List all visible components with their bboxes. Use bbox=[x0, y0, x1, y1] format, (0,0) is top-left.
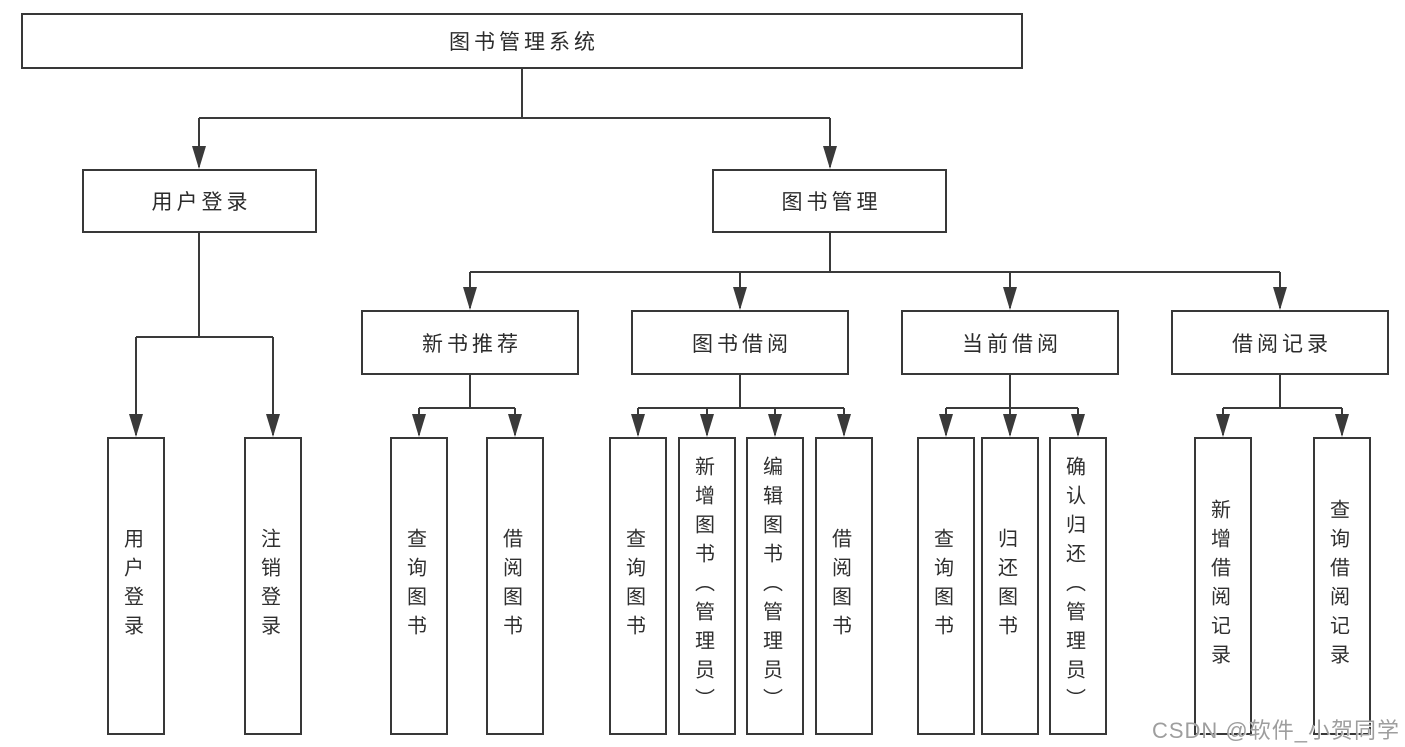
csdn-watermark: CSDN @软件_小贺同学 bbox=[1151, 718, 1400, 743]
node-current-borrow: 当前借阅 bbox=[901, 310, 1119, 375]
leaf-query-borrow-record: 查询借阅记录 bbox=[1313, 437, 1371, 735]
node-user-login: 用户登录 bbox=[82, 169, 317, 233]
leaf-query-book-3: 查询图书 bbox=[917, 437, 975, 735]
node-borrow-records: 借阅记录 bbox=[1171, 310, 1389, 375]
node-new-book-recommend-label: 新书推荐 bbox=[422, 332, 522, 356]
node-new-book-recommend: 新书推荐 bbox=[361, 310, 579, 375]
leaf-borrow-book-1: 借阅图书 bbox=[486, 437, 544, 735]
node-book-management: 图书管理 bbox=[712, 169, 947, 233]
leaf-borrow-book-2-label: 借阅图书 bbox=[828, 528, 851, 644]
node-borrow-records-label: 借阅记录 bbox=[1232, 332, 1332, 356]
node-book-borrow: 图书借阅 bbox=[631, 310, 849, 375]
node-root: 图书管理系统 bbox=[21, 13, 1023, 69]
leaf-borrow-book-2: 借阅图书 bbox=[815, 437, 873, 735]
node-root-label: 图书管理系统 bbox=[449, 31, 599, 54]
leaf-edit-book-admin-label: 编辑图书（管理员） bbox=[759, 455, 782, 717]
leaf-edit-book-admin: 编辑图书（管理员） bbox=[746, 437, 804, 735]
leaf-user-login: 用户登录 bbox=[107, 437, 165, 735]
leaf-user-login-label: 用户登录 bbox=[120, 528, 143, 644]
leaf-borrow-book-1-label: 借阅图书 bbox=[499, 528, 522, 644]
node-book-management-label: 图书管理 bbox=[781, 191, 882, 214]
node-current-borrow-label: 当前借阅 bbox=[962, 332, 1062, 356]
leaf-add-book-admin: 新增图书（管理员） bbox=[678, 437, 736, 735]
leaf-add-book-admin-label: 新增图书（管理员） bbox=[691, 455, 714, 717]
node-user-login-label: 用户登录 bbox=[151, 191, 252, 214]
leaf-query-book-1: 查询图书 bbox=[390, 437, 448, 735]
leaf-add-borrow-record-label: 新增借阅记录 bbox=[1207, 499, 1230, 673]
node-book-borrow-label: 图书借阅 bbox=[692, 332, 792, 356]
leaf-return-book-label: 归还图书 bbox=[994, 528, 1017, 644]
leaf-query-book-2: 查询图书 bbox=[609, 437, 667, 735]
leaf-return-book: 归还图书 bbox=[981, 437, 1039, 735]
leaf-query-book-1-label: 查询图书 bbox=[403, 528, 426, 644]
leaf-logout-label: 注销登录 bbox=[257, 528, 280, 644]
arrowheads bbox=[129, 146, 1349, 437]
leaf-query-book-3-label: 查询图书 bbox=[930, 528, 953, 644]
leaf-add-borrow-record: 新增借阅记录 bbox=[1194, 437, 1252, 735]
leaf-logout: 注销登录 bbox=[244, 437, 302, 735]
leaf-query-borrow-record-label: 查询借阅记录 bbox=[1326, 499, 1349, 673]
leaf-confirm-return-admin: 确认归还（管理员） bbox=[1049, 437, 1107, 735]
leaf-query-book-2-label: 查询图书 bbox=[622, 528, 645, 644]
leaf-confirm-return-admin-label: 确认归还（管理员） bbox=[1062, 455, 1085, 717]
